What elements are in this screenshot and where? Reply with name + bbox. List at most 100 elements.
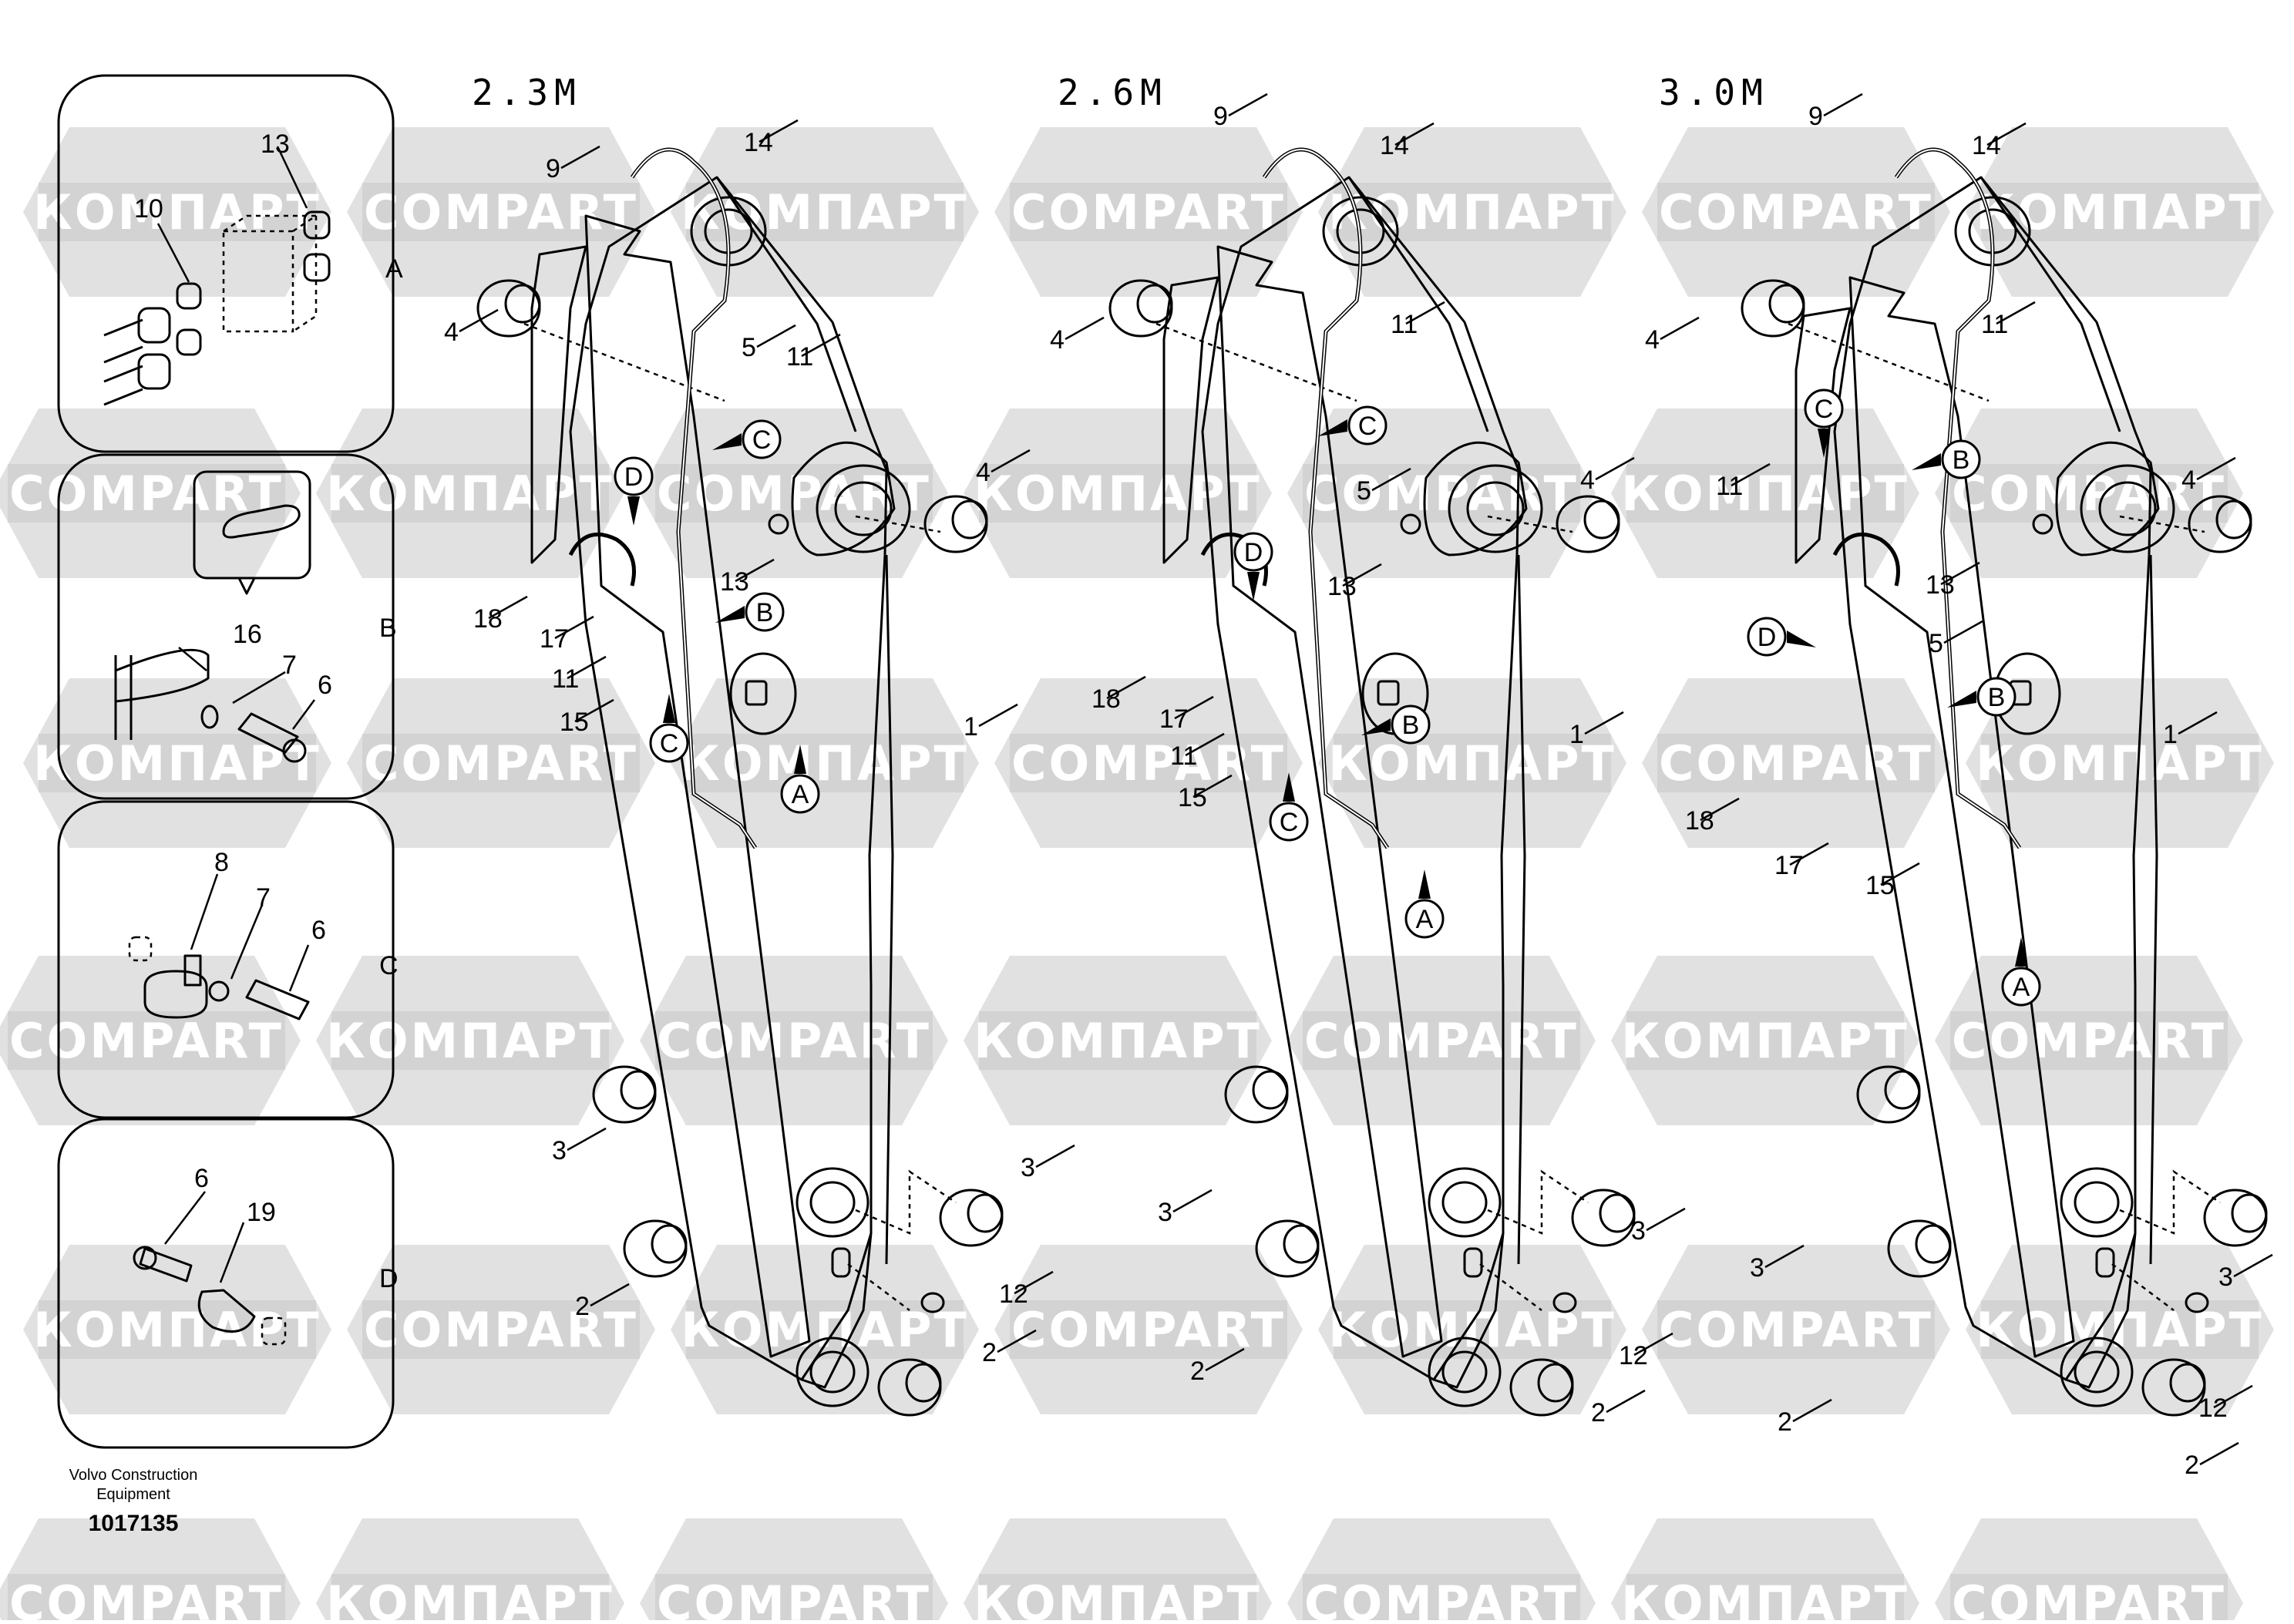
part-leader-13 [1940, 561, 1980, 586]
part-label-12: 12 [2198, 1394, 2228, 1423]
part-leader-5 [1943, 620, 1983, 644]
watermark-band [979, 464, 1256, 523]
part-label-13: 13 [1327, 572, 1357, 601]
bushing-2-bore [1537, 1363, 1574, 1403]
part-label-4: 4 [976, 458, 991, 487]
hose-14-inner [631, 149, 756, 849]
watermark-band [362, 183, 640, 241]
bushing-2-bore [1283, 1224, 1320, 1264]
mid-pin-plate [791, 441, 896, 556]
callout-b-pointer [1947, 691, 1976, 708]
watermark-text: КОМПАРТ [33, 735, 321, 792]
part-leader-11 [567, 655, 607, 680]
part-label-12: 12 [999, 1279, 1028, 1309]
bushing-3-bore [1599, 1193, 1636, 1233]
part-label-3: 3 [2218, 1263, 2233, 1292]
part-label-2: 2 [982, 1338, 997, 1367]
part-label-11: 11 [1716, 472, 1743, 501]
part-label-4: 4 [2181, 466, 2196, 495]
part-leader-3 [1646, 1207, 1686, 1232]
callout-b [1976, 677, 2016, 717]
part-leader-11 [1996, 301, 2036, 325]
watermark-text: COMPART [1304, 466, 1579, 522]
watermark-text: COMPART [1304, 1013, 1579, 1069]
panel-a-part-13: 13 [261, 129, 290, 159]
watermark-text: КОМПАРТ [33, 1302, 321, 1358]
part-leader-4 [1660, 316, 1700, 341]
watermark-band [1626, 1574, 1904, 1624]
part-leader-9 [560, 145, 600, 170]
callout-c-pointer [663, 694, 675, 723]
detail-d-clip: 6 19 [133, 1164, 287, 1346]
callout-b-pointer [715, 606, 745, 623]
part-label-3: 3 [1021, 1153, 1035, 1182]
callout-c-pointer [1818, 429, 1830, 458]
part-label-11: 11 [552, 664, 579, 694]
boom-outline [1201, 176, 1520, 1389]
mid-pin-bore [2098, 481, 2157, 536]
fitting-12 [2185, 1292, 2209, 1313]
part-label-3: 3 [1158, 1198, 1172, 1227]
bushing-3-axis [855, 1169, 957, 1235]
grease-port [1463, 1247, 1483, 1278]
watermark-band [1334, 183, 1611, 241]
watermark-band [1981, 183, 2259, 241]
callout-c [1347, 405, 1388, 446]
manufacturer-line-2: Equipment [96, 1486, 170, 1503]
bushing-4-bore [504, 284, 541, 324]
connector-plug [1377, 680, 1400, 706]
watermark-band [686, 183, 964, 241]
part-leader-14 [758, 119, 799, 143]
part-leader-4 [459, 308, 499, 333]
watermark-text: КОМПАРТ [974, 1013, 1262, 1069]
callout-c [1804, 388, 1844, 429]
callout-d-letter: D [1244, 538, 1263, 567]
part-label-2: 2 [1778, 1407, 1792, 1437]
watermark-text: COMPART [364, 735, 638, 792]
detail-c-clamp: 8 7 6 [128, 848, 326, 1020]
watermark-text: COMPART [1011, 1302, 1286, 1358]
callout-a-pointer [1418, 869, 1431, 899]
callout-d-letter: D [1758, 623, 1777, 652]
part-leader-18 [488, 595, 528, 620]
part-label-11: 11 [786, 342, 813, 372]
bushing-2-bore [905, 1363, 942, 1403]
panel-b-part-16: 16 [233, 620, 262, 649]
boom-right-rib [885, 554, 894, 1265]
callout-c-letter: C [660, 729, 679, 758]
watermark-band [1657, 1300, 1935, 1359]
part-label-17: 17 [540, 624, 569, 654]
part-leader-3 [1172, 1189, 1213, 1213]
section-title-2-3m: 2.3M [472, 72, 582, 113]
part-label-11: 11 [1391, 310, 1418, 339]
watermark-text: COMPART [1011, 184, 1286, 240]
watermark-text: КОМПАРТ [326, 466, 614, 522]
lower-pin-bore [1441, 1181, 1488, 1224]
part-leader-1 [1584, 711, 1624, 735]
part-label-18: 18 [1685, 806, 1714, 836]
part-leader-17 [1174, 695, 1214, 720]
watermark-band [1010, 183, 1287, 241]
watermark-band [39, 1300, 316, 1359]
callout-b-letter: B [756, 598, 774, 627]
part-label-13: 13 [1926, 570, 1955, 600]
watermark-band [655, 1574, 933, 1624]
watermark-text: КОМПАРТ [1328, 1302, 1616, 1358]
callout-b-letter: B [1953, 446, 1970, 475]
part-label-14: 14 [1972, 131, 2001, 160]
part-label-15: 15 [1178, 783, 1207, 812]
mid-pin-bore [834, 481, 893, 536]
callout-a [2001, 967, 2041, 1007]
watermark-text: COMPART [657, 1575, 931, 1620]
bushing-3-axis [2119, 1169, 2221, 1235]
mid-pin-boss [1448, 464, 1543, 553]
callout-d [614, 456, 654, 496]
watermark-band [1657, 183, 1935, 241]
part-label-18: 18 [1092, 684, 1121, 714]
bushing-3-bore [1252, 1070, 1289, 1110]
watermark-band [1334, 734, 1611, 792]
manufacturer-line-1: Volvo Construction [69, 1467, 198, 1484]
watermark-band [362, 1300, 640, 1359]
part-leader-4 [1595, 456, 1635, 481]
